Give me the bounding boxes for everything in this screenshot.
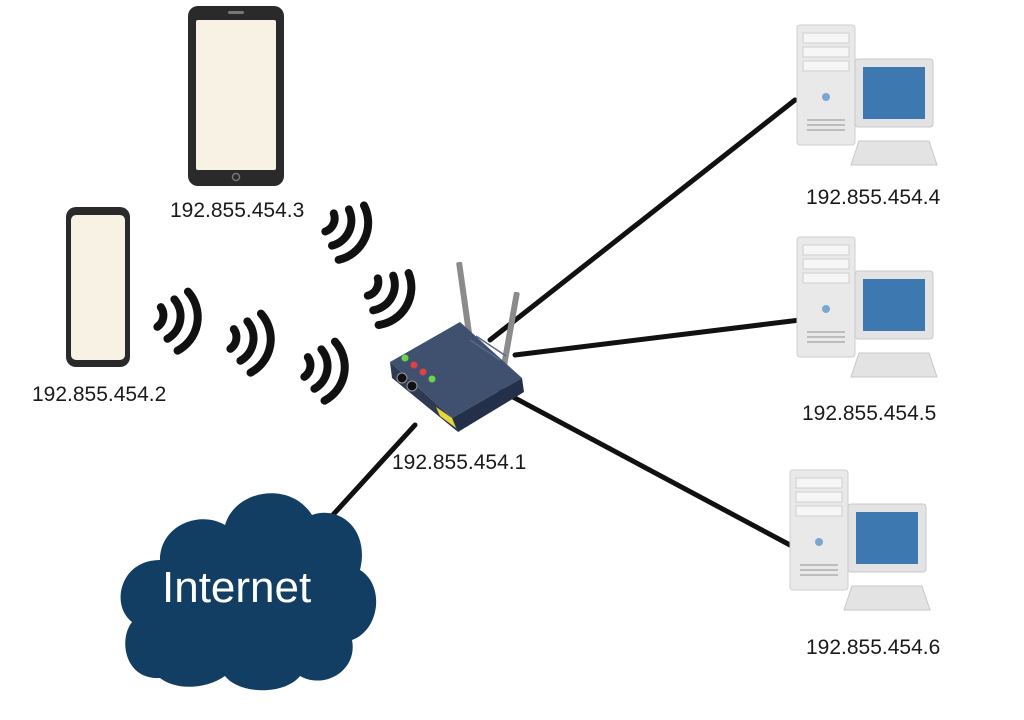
pc-middle (796, 236, 938, 378)
internet-cloud (120, 493, 377, 691)
internet-cloud-label: Internet (162, 563, 312, 612)
pc-bottom (789, 469, 931, 611)
phone-ip-label: 192.855.454.2 (32, 383, 167, 406)
phone-device (66, 207, 130, 367)
router-device (390, 261, 524, 432)
wifi-wave-group-1 (153, 287, 202, 355)
tablet-device (188, 6, 284, 186)
tablet-ip-label: 192.855.454.3 (170, 199, 305, 222)
wifi-wave-group-3 (300, 337, 349, 405)
link-router-pc-top (487, 97, 798, 343)
wifi-wave-group-2 (226, 309, 275, 377)
pc-middle-ip-label: 192.855.454.5 (802, 402, 937, 425)
link-router-pc-middle (512, 317, 803, 358)
wifi-wave-group-4 (321, 201, 373, 264)
router-ip-label: 192.855.454.1 (392, 451, 527, 474)
pc-bottom-ip-label: 192.855.454.6 (806, 636, 941, 659)
link-router-pc-bottom (497, 387, 793, 548)
pc-top (796, 24, 938, 166)
wifi-waves (153, 201, 416, 405)
wifi-wave-group-5 (363, 269, 416, 329)
pc-top-ip-label: 192.855.454.4 (806, 186, 941, 209)
